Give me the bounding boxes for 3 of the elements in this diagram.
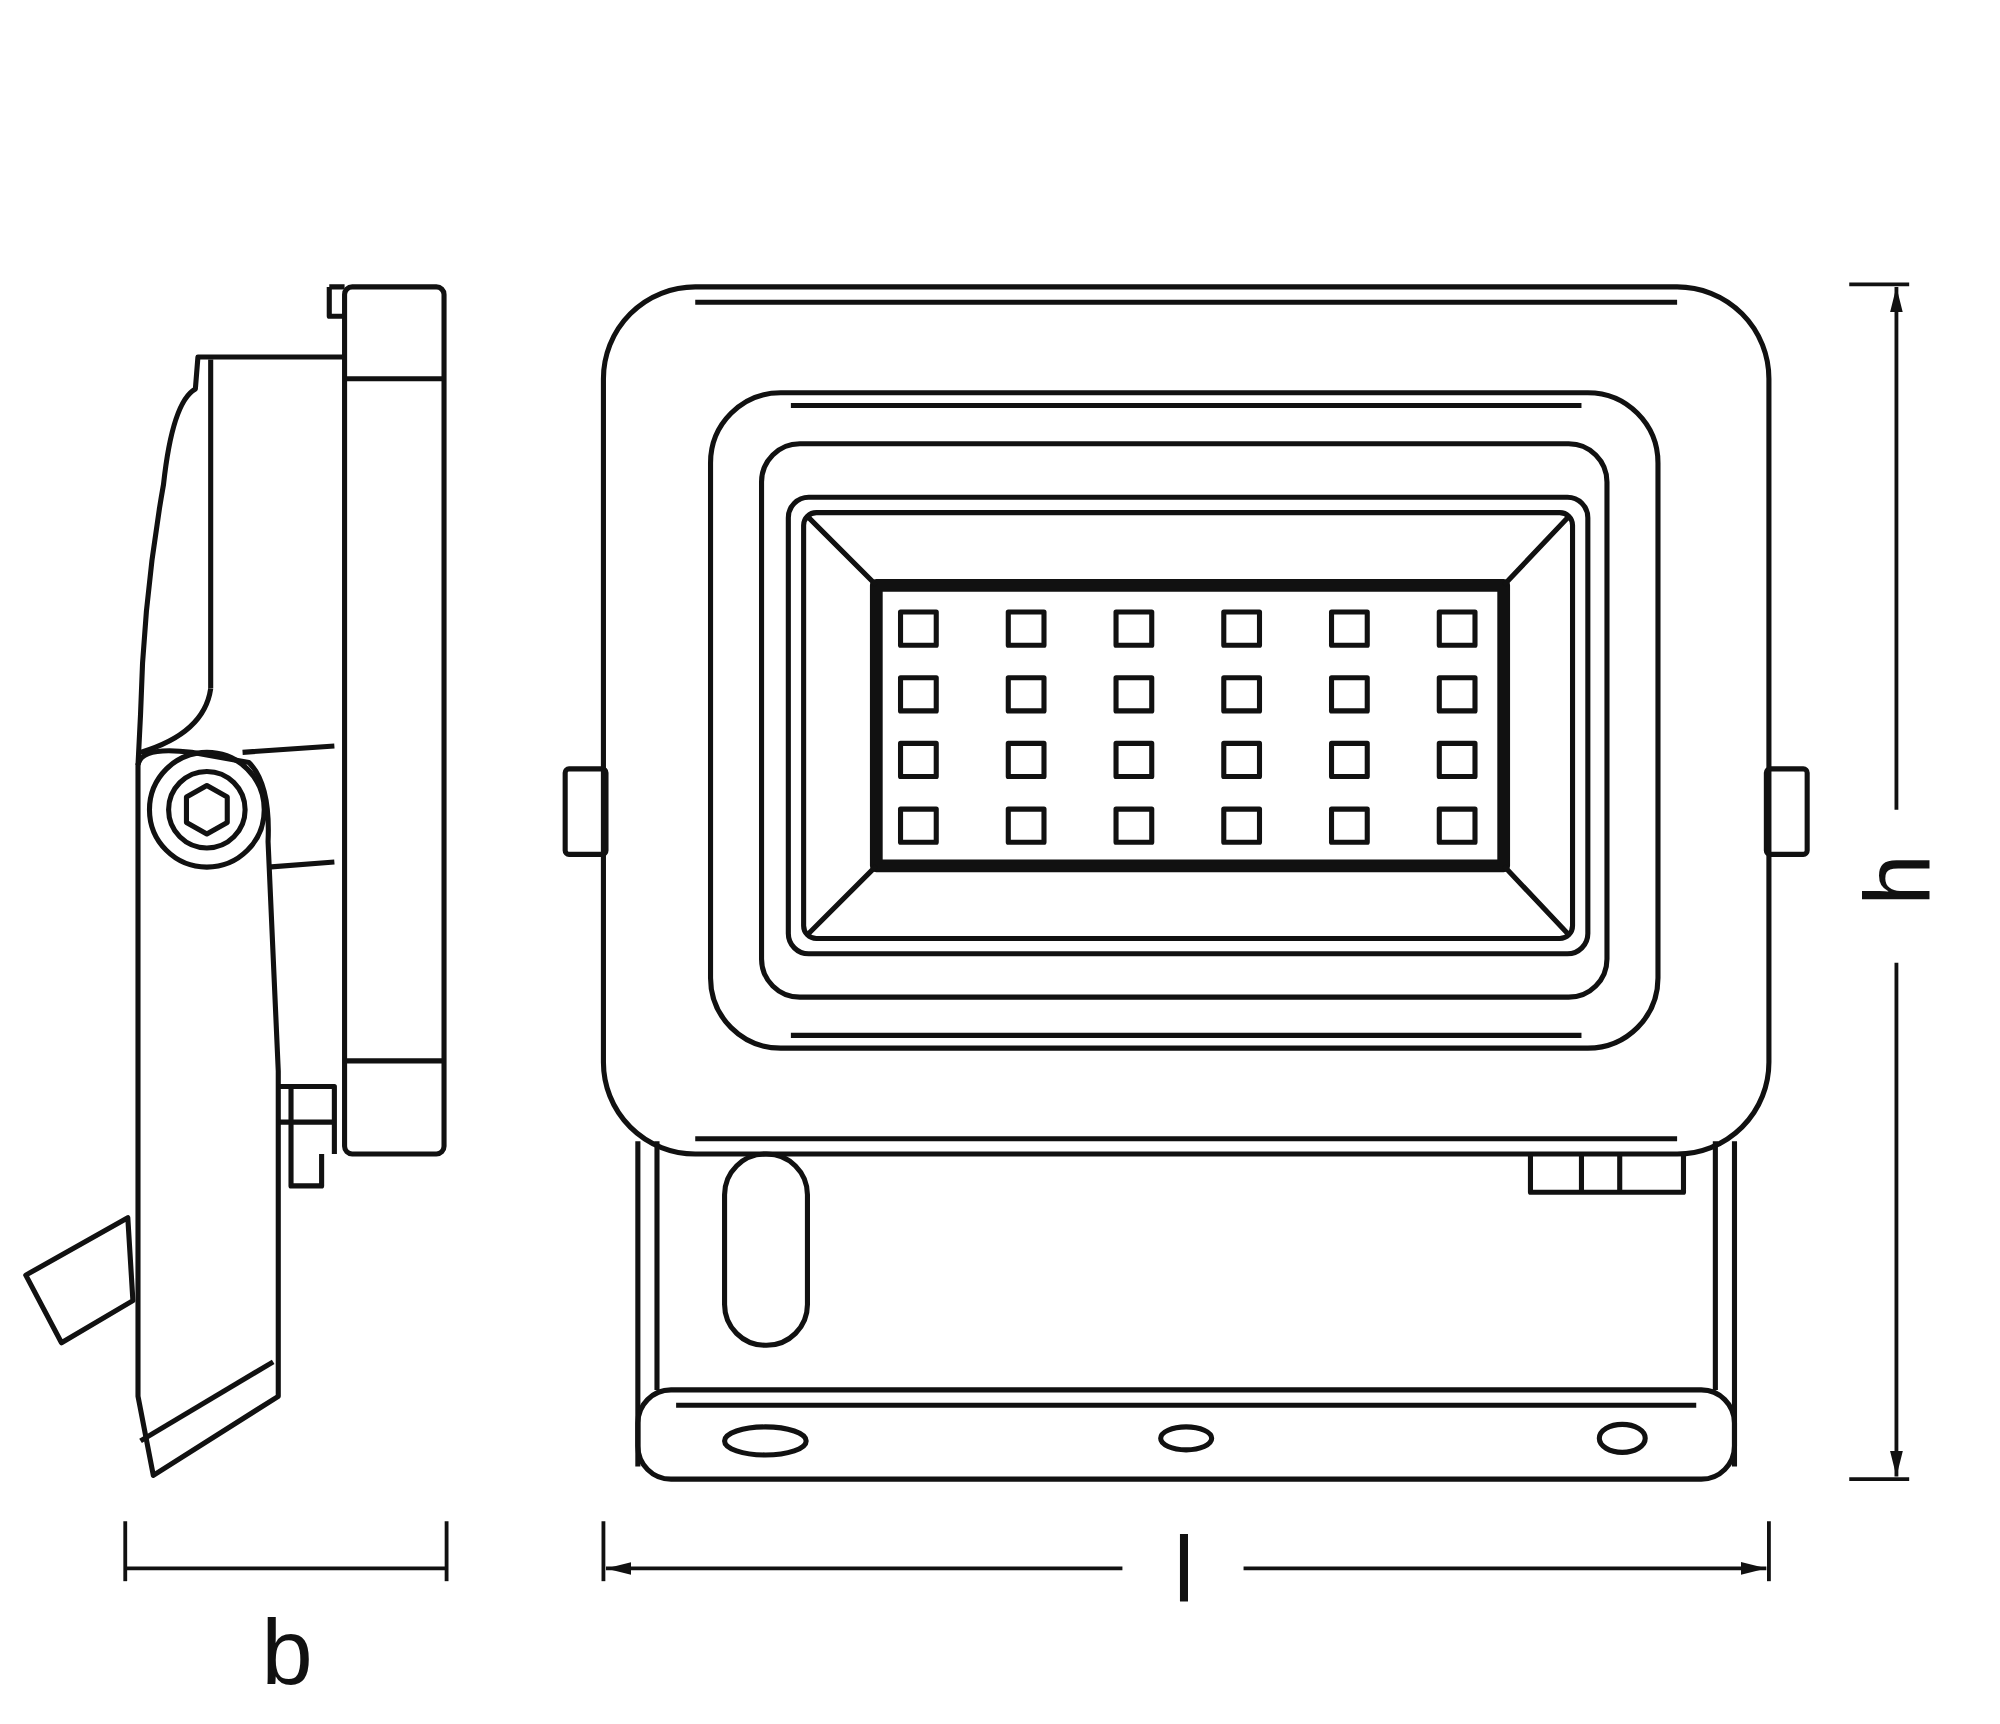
dimension-label: l (1173, 1523, 1195, 1615)
dimension-label: b (261, 1606, 313, 1698)
dimension-label: h (1851, 854, 1943, 906)
